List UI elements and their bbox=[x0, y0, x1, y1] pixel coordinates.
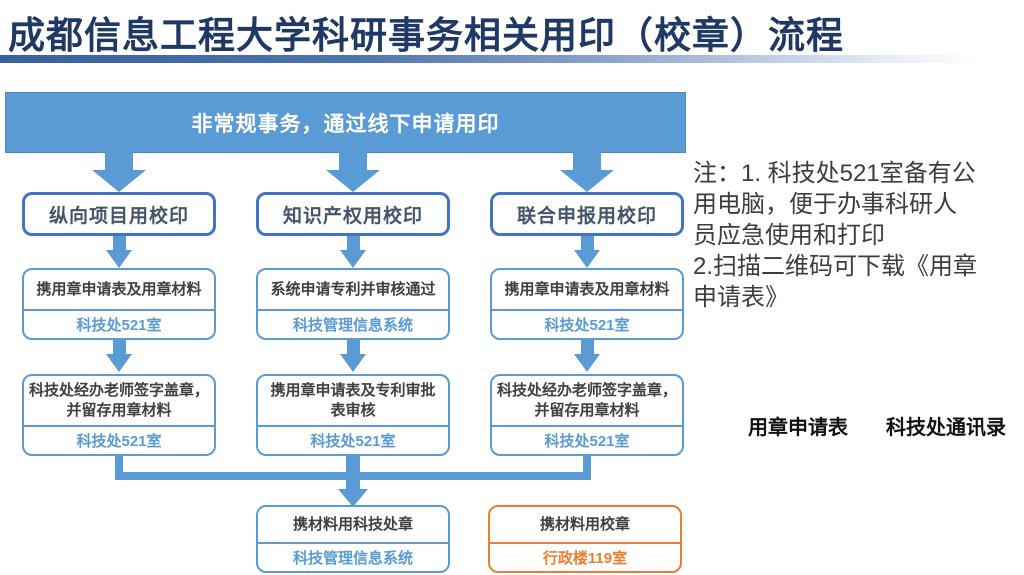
step-location: 科技处521室 bbox=[492, 425, 682, 454]
step-location: 科技处521室 bbox=[258, 425, 448, 454]
banner-label: 非常规事务，通过线下申请用印 bbox=[191, 112, 500, 136]
step-location: 科技处521室 bbox=[24, 425, 214, 454]
step-label: 携材料用校章 bbox=[539, 515, 630, 533]
column1-header-label: 纵向项目用校印 bbox=[48, 205, 189, 227]
column1-step1-box: 携用章申请表及用章材料 科技处521室 bbox=[22, 268, 216, 340]
step-location: 科技管理信息系统 bbox=[258, 542, 448, 571]
page-title: 成都信息工程大学科研事务相关用印（校章）流程 bbox=[8, 16, 844, 57]
step-label: 携用章申请表及用章材料 bbox=[36, 280, 202, 298]
column2-header-box: 知识产权用校印 bbox=[256, 192, 450, 236]
column2-step1-box: 系统申请专利并审核通过 科技管理信息系统 bbox=[256, 268, 450, 340]
step-label: 携材料用科技处章 bbox=[292, 515, 413, 533]
column3-step1-box: 携用章申请表及用章材料 科技处521室 bbox=[490, 268, 684, 340]
down-arrow-icon bbox=[340, 236, 366, 268]
step-label: 科技处经办老师签字盖章， 并留存用章材料 bbox=[496, 382, 677, 419]
down-arrow-icon bbox=[338, 456, 368, 507]
down-arrow-icon bbox=[106, 340, 132, 372]
step-label: 携用章申请表及用章材料 bbox=[504, 280, 670, 298]
down-arrow-icon bbox=[574, 236, 600, 268]
step-location: 科技处521室 bbox=[492, 309, 682, 338]
column1-step2-box: 科技处经办老师签字盖章， 并留存用章材料 科技处521室 bbox=[22, 374, 216, 456]
banner: 非常规事务，通过线下申请用印 bbox=[5, 92, 686, 153]
column3-step2-box: 科技处经办老师签字盖章， 并留存用章材料 科技处521室 bbox=[490, 374, 684, 456]
note-text: 注：1. 科技处521室备有公 用电脑，便于办事科研人 员应急使用和打印 2.扫… bbox=[693, 160, 978, 311]
down-arrow-icon bbox=[560, 152, 614, 192]
step-location: 行政楼119室 bbox=[490, 542, 680, 571]
step-label: 科技处经办老师签字盖章， 并留存用章材料 bbox=[28, 382, 209, 419]
step-location: 科技管理信息系统 bbox=[258, 309, 448, 338]
attachment-label-seal-form: 用章申请表 bbox=[748, 417, 848, 439]
final-box-school-seal: 携材料用校章 行政楼119室 bbox=[488, 505, 682, 573]
connector-stub-right bbox=[583, 456, 591, 480]
final-box-tech-office-seal: 携材料用科技处章 科技管理信息系统 bbox=[256, 505, 450, 573]
attachment-label-contact-list: 科技处通讯录 bbox=[886, 417, 1006, 439]
connector-stub-left bbox=[115, 456, 123, 480]
column3-header-box: 联合申报用校印 bbox=[490, 192, 684, 236]
column2-header-label: 知识产权用校印 bbox=[282, 205, 423, 227]
column3-header-label: 联合申报用校印 bbox=[516, 205, 657, 227]
down-arrow-icon bbox=[340, 340, 366, 372]
column2-step2-box: 携用章申请表及专利审批 表审核 科技处521室 bbox=[256, 374, 450, 456]
down-arrow-icon bbox=[106, 236, 132, 268]
title-underline bbox=[0, 55, 1012, 63]
step-label: 携用章申请表及专利审批 表审核 bbox=[270, 382, 436, 419]
down-arrow-icon bbox=[574, 340, 600, 372]
down-arrow-icon bbox=[326, 152, 380, 192]
step-location: 科技处521室 bbox=[24, 309, 214, 338]
column1-header-box: 纵向项目用校印 bbox=[22, 192, 216, 236]
step-label: 系统申请专利并审核通过 bbox=[270, 280, 436, 298]
down-arrow-icon bbox=[92, 152, 146, 192]
